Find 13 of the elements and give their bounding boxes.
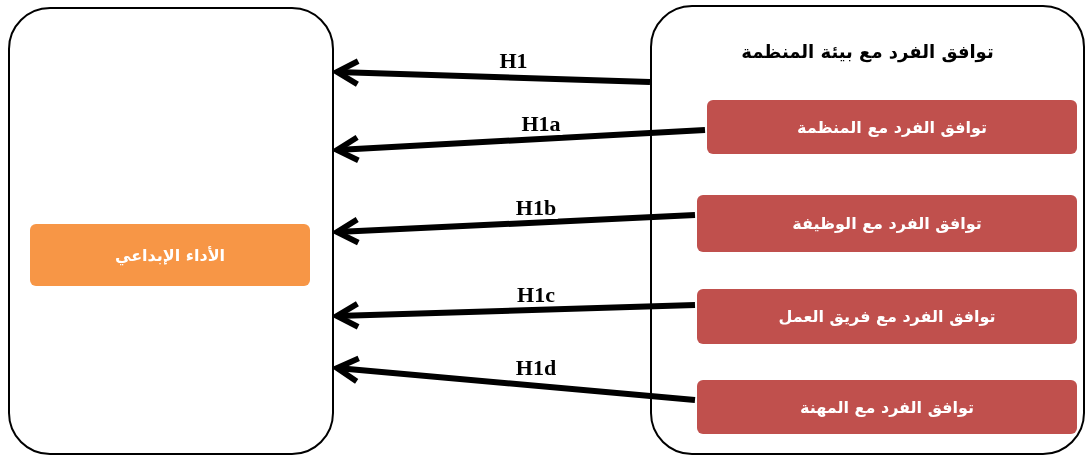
group-heading: توافق الفرد مع بيئة المنظمة: [740, 41, 995, 62]
process-box: توافق الفرد مع فريق العمل: [697, 289, 1077, 344]
process-box: توافق الفرد مع المنظمة: [707, 100, 1077, 154]
arrow: [334, 355, 696, 403]
outline-box: [8, 7, 334, 455]
arrow: [334, 300, 696, 330]
arrow: [334, 127, 706, 164]
arrow: [334, 212, 696, 246]
process-box: توافق الفرد مع المهنة: [697, 380, 1077, 434]
process-box: توافق الفرد مع الوظيفة: [697, 195, 1077, 252]
process-box: الأداء الإبداعي: [30, 224, 310, 286]
arrow: [334, 58, 651, 88]
group-box: [650, 5, 1085, 455]
